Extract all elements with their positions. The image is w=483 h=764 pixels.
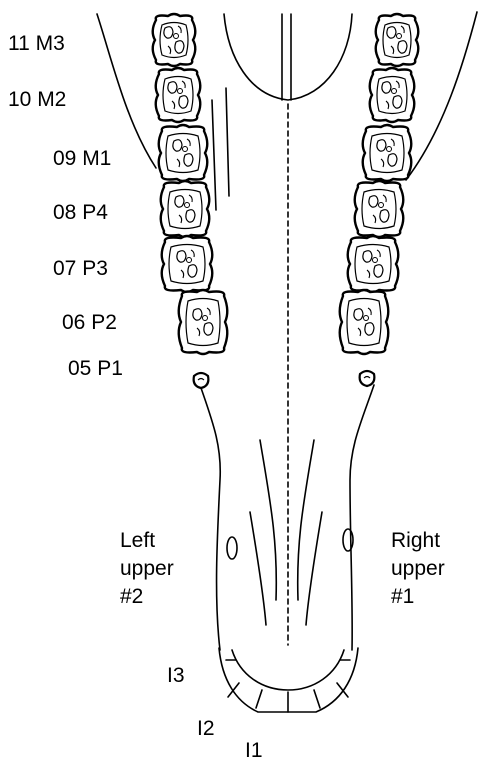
left-tooth-mark — [203, 316, 208, 321]
left-tooth-p3 — [162, 236, 213, 292]
right-tooth-outline — [360, 371, 375, 386]
left-tooth-mark — [185, 203, 190, 208]
left-tooth-mark — [187, 258, 192, 263]
label-i1: I1 — [245, 740, 263, 761]
quadrant-right-label: Right upper #1 — [391, 527, 445, 611]
skull-outline-left — [97, 14, 156, 168]
right-tooth-p3 — [348, 236, 399, 292]
right-tooth-p4 — [355, 181, 404, 237]
right-tooth-mark — [364, 316, 369, 321]
quadrant-left-label: Left upper #2 — [120, 527, 174, 611]
right-tooth-m2 — [370, 68, 415, 122]
label-i2: I2 — [197, 718, 215, 739]
palatal-fold — [260, 440, 276, 600]
incisor-arc-inner — [232, 650, 344, 690]
left-tooth-m2 — [156, 68, 201, 122]
left-tooth-outline — [153, 14, 196, 66]
right-tooth-mark — [379, 203, 384, 208]
left-tooth-m1 — [159, 125, 208, 181]
right-tooth-outline — [376, 14, 419, 66]
label-06-p2: 06 P2 — [62, 312, 117, 333]
muzzle-outline-right — [350, 385, 374, 650]
left-tooth-mark — [183, 147, 188, 152]
muzzle-outline-left — [200, 385, 220, 650]
quadrant-right-line-3: #1 — [391, 583, 445, 611]
label-11-m3: 11 M3 — [8, 33, 65, 54]
right-tooth-mark — [397, 34, 402, 39]
canine-alveolus-left — [227, 537, 237, 559]
rugae-line — [226, 88, 229, 196]
right-tooth-p2 — [340, 290, 389, 354]
left-tooth-p2 — [179, 290, 228, 354]
quadrant-right-line-2: upper — [391, 555, 445, 583]
incisor-divider — [314, 690, 320, 708]
left-tooth-mark — [178, 89, 183, 94]
right-tooth-mark — [373, 258, 378, 263]
right-tooth-m1 — [363, 125, 412, 181]
label-07-p3: 07 P3 — [53, 258, 108, 279]
label-10-m2: 10 M2 — [8, 89, 66, 110]
quadrant-left-line-2: upper — [120, 555, 174, 583]
right-cheek-teeth — [340, 14, 419, 386]
right-tooth-m3 — [376, 14, 419, 66]
label-08-p4: 08 P4 — [53, 202, 108, 223]
right-tooth-mark — [392, 89, 397, 94]
label-05-p1: 05 P1 — [68, 358, 123, 379]
palatal-fold — [250, 512, 266, 625]
rugae-line — [212, 100, 216, 210]
quadrant-left-line-3: #2 — [120, 583, 174, 611]
quadrant-left-line-1: Left — [120, 527, 174, 555]
left-tooth-p4 — [161, 181, 210, 237]
incisor-divider — [256, 690, 262, 708]
label-09-m1: 09 M1 — [53, 148, 111, 169]
right-tooth-p1 — [360, 371, 375, 386]
nasal-arch — [224, 14, 352, 100]
left-tooth-outline — [194, 373, 209, 388]
quadrant-right-line-1: Right — [391, 527, 445, 555]
label-i3: I3 — [167, 665, 185, 686]
left-tooth-m3 — [153, 14, 196, 66]
left-tooth-p1 — [194, 373, 209, 388]
left-tooth-mark — [174, 34, 179, 39]
right-tooth-mark — [387, 147, 392, 152]
palatal-fold — [306, 512, 322, 625]
